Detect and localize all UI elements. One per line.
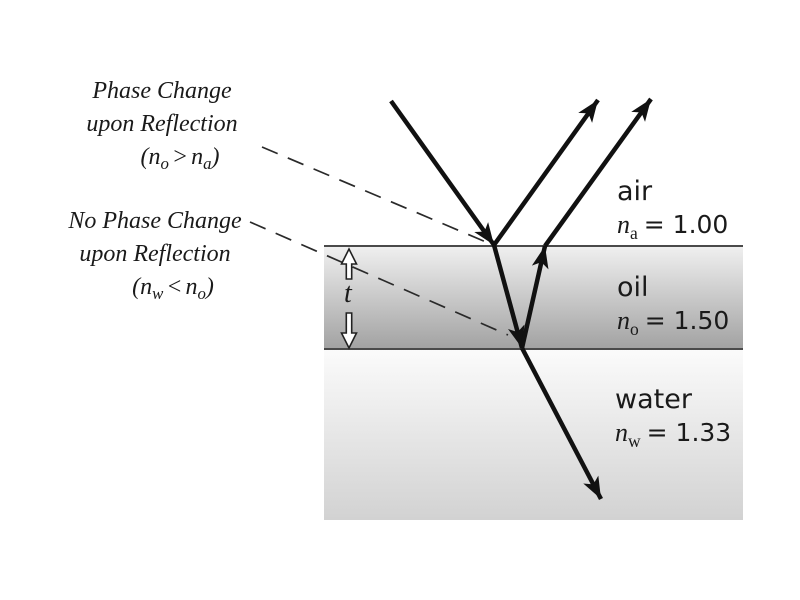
oil-name: oil bbox=[617, 272, 649, 303]
oil-label: oil no= 1.50 bbox=[617, 272, 729, 340]
phase-change-line2: upon Reflection bbox=[86, 111, 238, 137]
no-phase-change-pointer-dash bbox=[249, 221, 509, 336]
air-name: air bbox=[617, 176, 653, 207]
air-label: air na= 1.00 bbox=[617, 176, 728, 244]
no-phase-change-expression: (nw<no) bbox=[132, 274, 214, 304]
water-label: water nw= 1.33 bbox=[615, 384, 731, 452]
transmitted-ray-into-water bbox=[520, 346, 603, 501]
exiting-ray-into-air bbox=[543, 97, 653, 248]
no-phase-change-line1: No Phase Change bbox=[68, 208, 242, 234]
thickness-arrow-down-icon bbox=[340, 312, 358, 350]
refracted-ray-in-oil bbox=[491, 244, 525, 349]
water-layer bbox=[324, 349, 743, 520]
oil-refractive-index: no= 1.50 bbox=[617, 306, 730, 339]
no-phase-change-annotation: No Phase Change upon Reflection (nw<no) bbox=[40, 205, 270, 305]
air-refractive-index: na= 1.00 bbox=[617, 210, 729, 243]
no-phase-change-line2: upon Reflection bbox=[79, 241, 231, 267]
incident-ray bbox=[389, 99, 496, 247]
water-name: water bbox=[615, 384, 692, 415]
thickness-arrow-up-icon bbox=[340, 247, 358, 280]
phase-change-pointer-dash bbox=[261, 146, 487, 243]
phase-change-annotation: Phase Change upon Reflection (no>na) bbox=[52, 75, 272, 175]
phase-change-expression: (no>na) bbox=[140, 144, 220, 174]
reflected-ray-top-surface bbox=[492, 98, 600, 247]
phase-change-line1: Phase Change bbox=[92, 78, 232, 104]
water-refractive-index: nw= 1.33 bbox=[615, 418, 732, 451]
reflected-ray-bottom-surface bbox=[519, 245, 549, 349]
thickness-label: t bbox=[344, 278, 352, 309]
